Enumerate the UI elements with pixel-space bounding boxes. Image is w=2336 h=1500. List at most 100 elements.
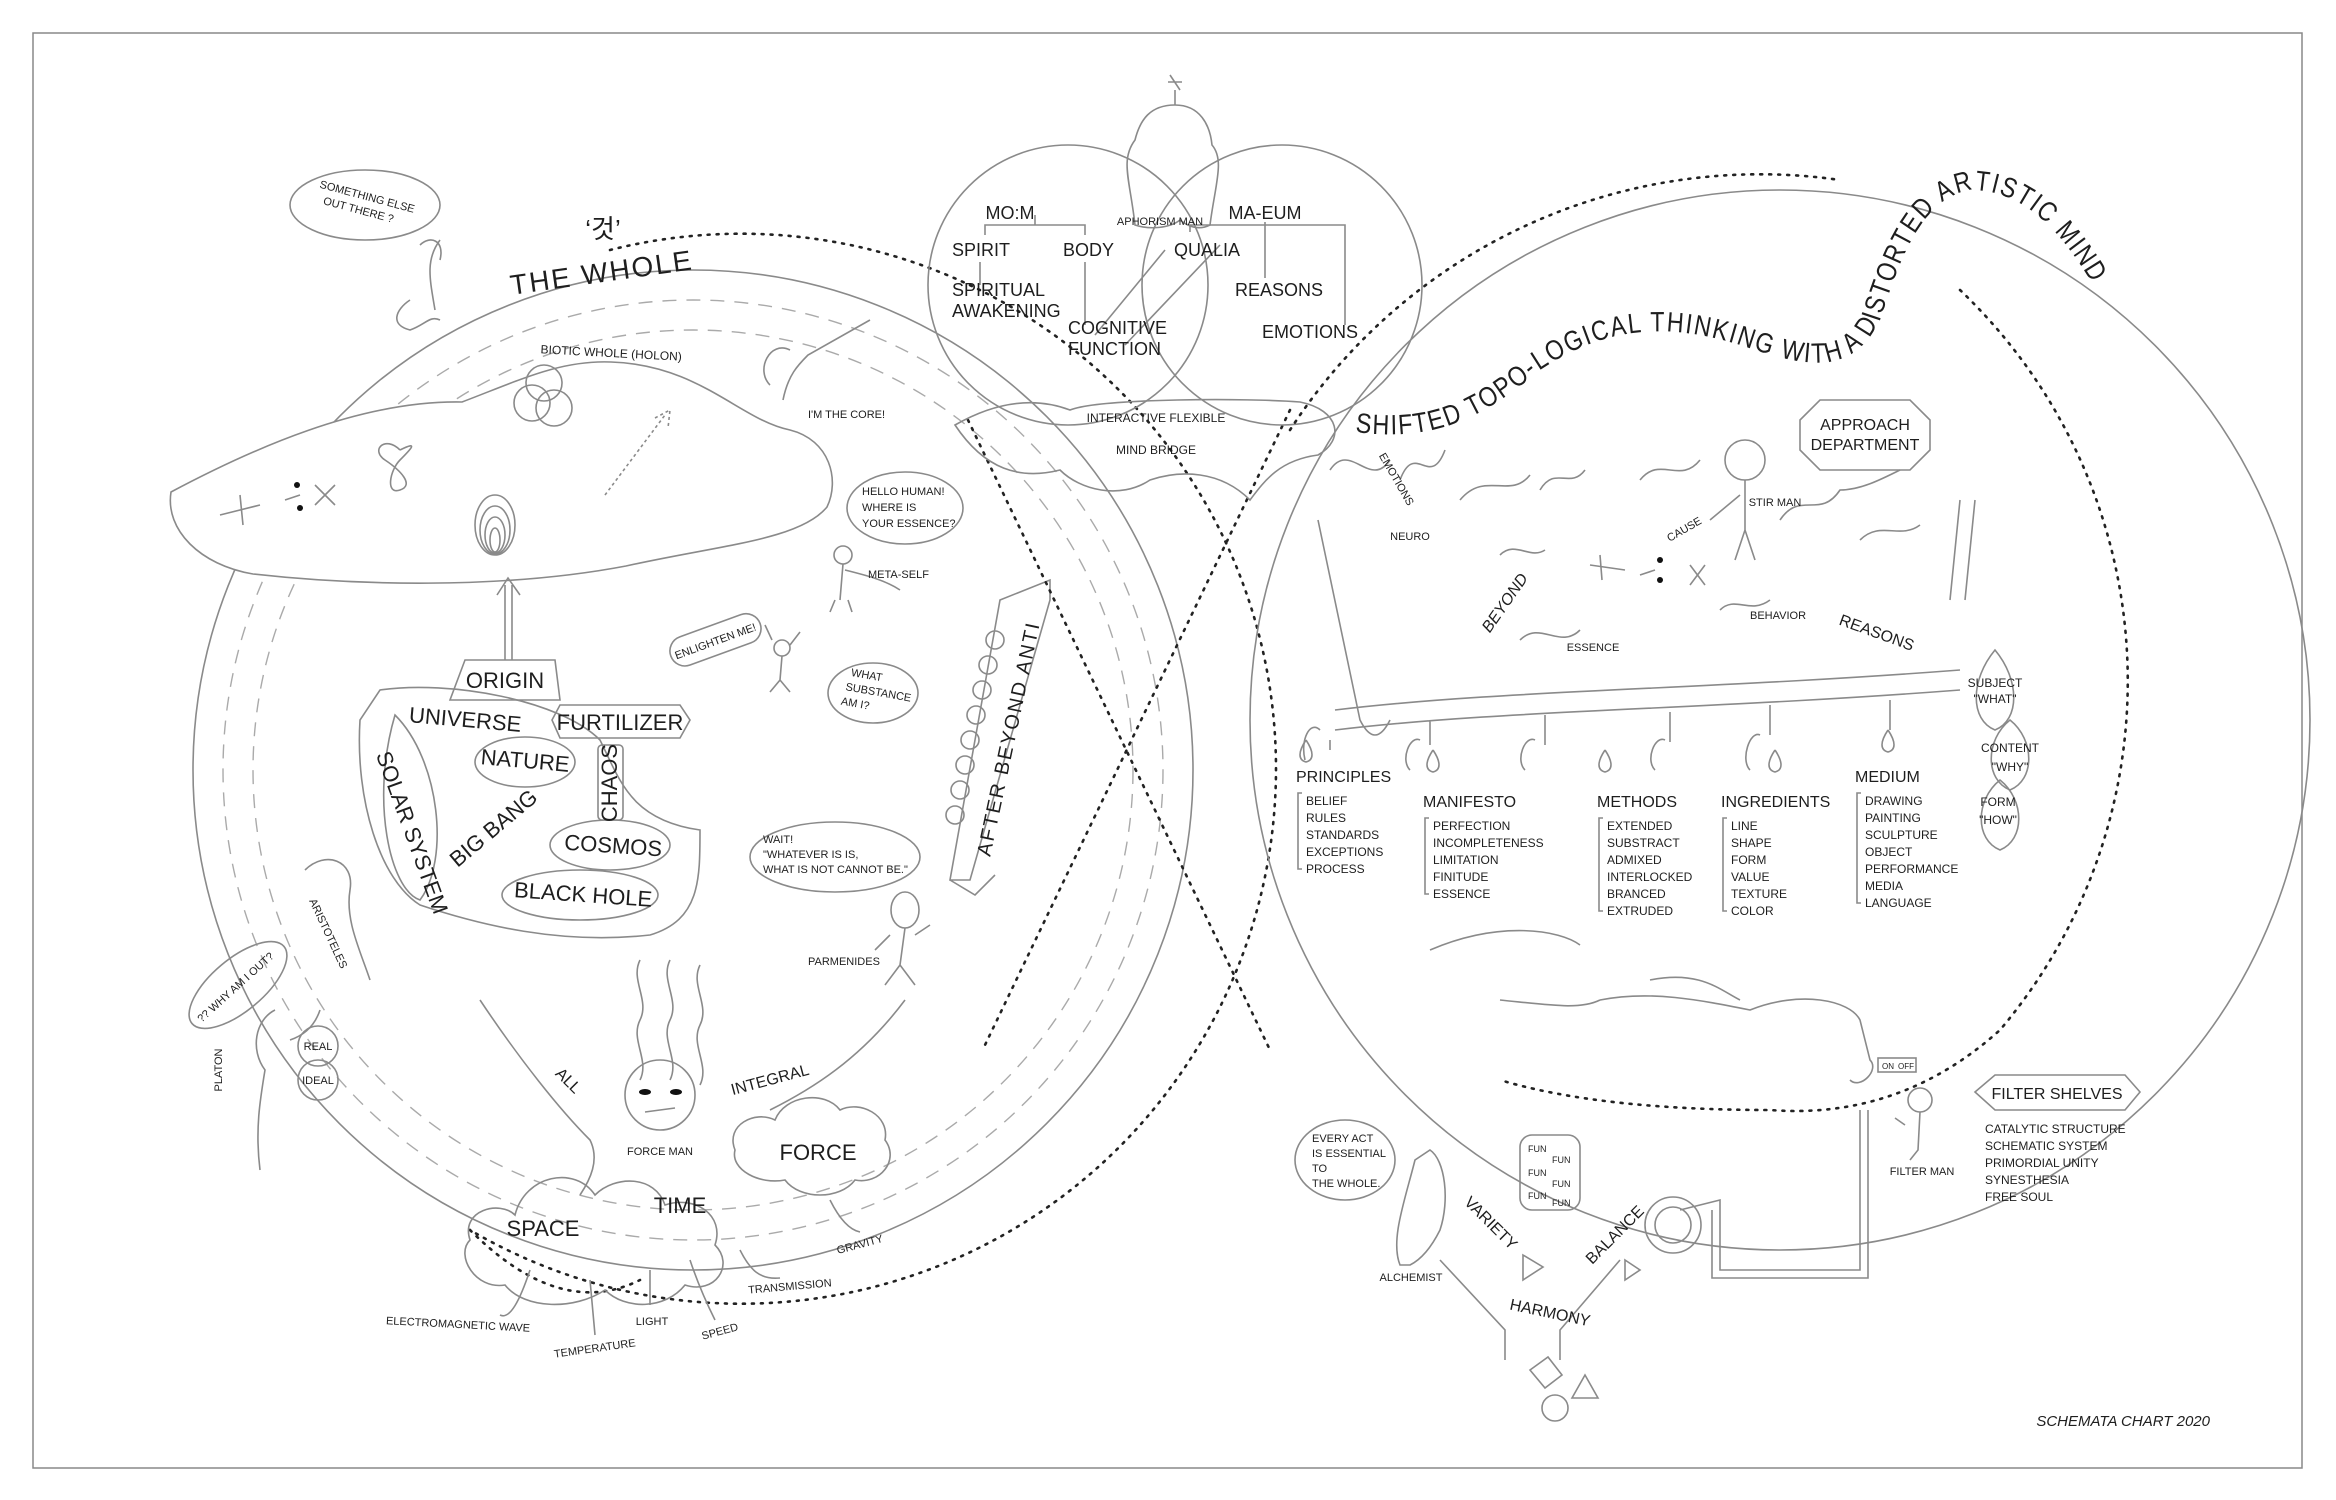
bubble-text: WAIT!: [763, 834, 793, 846]
diamond-shape: [1528, 1355, 1564, 1390]
triangle-shape: [1570, 1373, 1600, 1399]
list-item: SUBSTRACT: [1607, 836, 1680, 850]
fun-jar: [1519, 1134, 1581, 1211]
body-label: BODY: [1063, 240, 1114, 260]
after-beyond-anti-label: AFTER BEYOND ANTI: [973, 619, 1044, 858]
list-title: MEDIUM: [1855, 769, 1920, 786]
biotic-whole-label: BIOTIC WHOLE (HOLON): [540, 342, 682, 363]
aristoteles-label: ARISTOTELES: [306, 897, 349, 971]
list-bracket: [1856, 792, 1861, 904]
filter-man-label: FILTER MAN: [1890, 1166, 1955, 1178]
speech-bubble: [1294, 1119, 1396, 1201]
speech-bubble: [669, 612, 762, 667]
mom-circle: [927, 144, 1209, 426]
universe-label: UNIVERSE: [408, 702, 522, 737]
right-circle-outline: [1249, 189, 2311, 1251]
variety-label: VARIETY: [1461, 1194, 1521, 1254]
face-symbol-icon: [219, 482, 336, 526]
force-tree: ALL INTEGRAL FORCE MAN FORCE TIME SPACE …: [386, 999, 906, 1361]
infinity-icon: [378, 443, 413, 492]
real-circle: [297, 1025, 339, 1067]
speech-bubble: [188, 940, 288, 1030]
ideal-label: IDEAL: [302, 1075, 334, 1087]
filter-item: PRIMORDIAL UNITY: [1985, 1156, 2099, 1170]
holon-whale-shape: [169, 361, 834, 584]
bubble-text: "WHATEVER IS IS,: [763, 849, 858, 861]
list-item: RULES: [1306, 811, 1346, 825]
category-lists: PRINCIPLESBELIEFRULESSTANDARDSEXCEPTIONS…: [1296, 769, 1958, 918]
maeum-label: MA-EUM: [1229, 203, 1302, 223]
list-item: PROCESS: [1306, 862, 1365, 876]
bubble-text: AM I?: [840, 696, 870, 713]
cosmic-blocks: ORIGIN FURTILIZER UNIVERSE NATURE CHAOS …: [358, 576, 701, 939]
cosmos-label: COSMOS: [564, 830, 663, 862]
artistic-mind-title-text: SHIFTED TOPO-LOGICAL THINKING WITH A DIS…: [1355, 165, 2112, 441]
stir-man-character-icon: [1709, 439, 1766, 561]
im-the-core-label: I'M THE CORE!: [808, 409, 885, 421]
fun-label: FUN: [1528, 1191, 1547, 1201]
gravity-label: GRAVITY: [836, 1233, 886, 1257]
emotions-label: EMOTIONS: [1262, 322, 1358, 342]
aristoteles-character-icon: [304, 858, 371, 981]
content-label: CONTENT: [1981, 741, 2040, 755]
bubble-text: WHAT IS NOT CANNOT BE.": [763, 864, 908, 876]
furtilizer-label: FURTILIZER: [557, 710, 684, 735]
list-item: BRANCED: [1607, 887, 1666, 901]
alchemist-label: ALCHEMIST: [1380, 1272, 1443, 1284]
heat-waves-icon: [636, 959, 704, 1086]
tube-lines: [1317, 499, 1976, 736]
solar-system-label: SOLAR SYSTEM: [371, 748, 453, 917]
filter-item: SYNESTHESIA: [1985, 1173, 2069, 1187]
right-circle: SHIFTED TOPO-LOGICAL THINKING WITH A DIS…: [1249, 165, 2311, 1251]
nature-label: NATURE: [480, 744, 571, 777]
tub-shape: [1429, 929, 1874, 1084]
after-beyond-anti-tower: AFTER BEYOND ANTI: [945, 578, 1051, 897]
triangle-shapes: [1522, 1253, 1642, 1282]
bubble-text: YOUR ESSENCE?: [862, 518, 956, 530]
list-item: FINITUDE: [1433, 870, 1488, 884]
content-why-label: "WHY": [1992, 760, 2029, 774]
bubble-text: WHERE IS: [862, 502, 916, 514]
on-off-switch[interactable]: [1877, 1057, 1917, 1073]
force-label: FORCE: [780, 1140, 857, 1165]
bubble-text: EVERY ACT: [1312, 1133, 1374, 1145]
parmenides-label: PARMENIDES: [808, 956, 880, 968]
behavior-label: BEHAVIOR: [1750, 610, 1806, 622]
cause-label: CAUSE: [1665, 515, 1704, 544]
reasons-wave-label: REASONS: [1837, 612, 1916, 655]
space-label: SPACE: [507, 1216, 580, 1241]
force-man-face-icon: [624, 1059, 696, 1131]
what-why-how-drops: [1975, 648, 2030, 851]
meta-self-character-icon: [829, 545, 901, 613]
fun-label: FUN: [1528, 1168, 1547, 1178]
circle-shape: [1541, 1394, 1569, 1422]
platon-character-icon: [255, 1009, 321, 1171]
aphorism-man-label: APHORISM MAN: [1117, 216, 1203, 228]
filter-item: SCHEMATIC SYSTEM: [1985, 1139, 2107, 1153]
speech-bubble: [289, 169, 441, 241]
force-cloud: [732, 1096, 891, 1196]
list-item: INCOMPLETENESS: [1433, 836, 1544, 850]
bridge-line2: MIND BRIDGE: [1116, 443, 1196, 457]
emotions-wave-label: EMOTIONS: [1376, 451, 1416, 508]
enlightened-figure-icon: [764, 624, 801, 693]
list-item: PERFORMANCE: [1865, 862, 1958, 876]
maeum-circle: [1141, 144, 1423, 426]
reasons-label: REASONS: [1235, 280, 1323, 300]
speech-bubble: [749, 821, 921, 893]
platon-label: PLATON: [213, 1048, 225, 1091]
big-bang-label: BIG BANG: [445, 784, 543, 872]
filter-shelves-title: FILTER SHELVES: [1992, 1086, 2123, 1103]
qualia-label: QUALIA: [1174, 240, 1240, 260]
filter-man-character-icon: [1894, 1087, 1933, 1161]
spirit-label: SPIRIT: [952, 240, 1010, 260]
approach-line2: DEPARTMENT: [1811, 437, 1920, 454]
switch-off-label: OFF: [1898, 1062, 1914, 1071]
list-item: INTERLOCKED: [1607, 870, 1693, 884]
list-item: TEXTURE: [1731, 887, 1787, 901]
frame-border: [32, 32, 2303, 1469]
korean-title: ‘것’: [585, 214, 620, 244]
harmony-funnel: [1439, 1259, 1621, 1360]
list-item: LANGUAGE: [1865, 896, 1932, 910]
parmenides-character-icon: [874, 891, 931, 986]
